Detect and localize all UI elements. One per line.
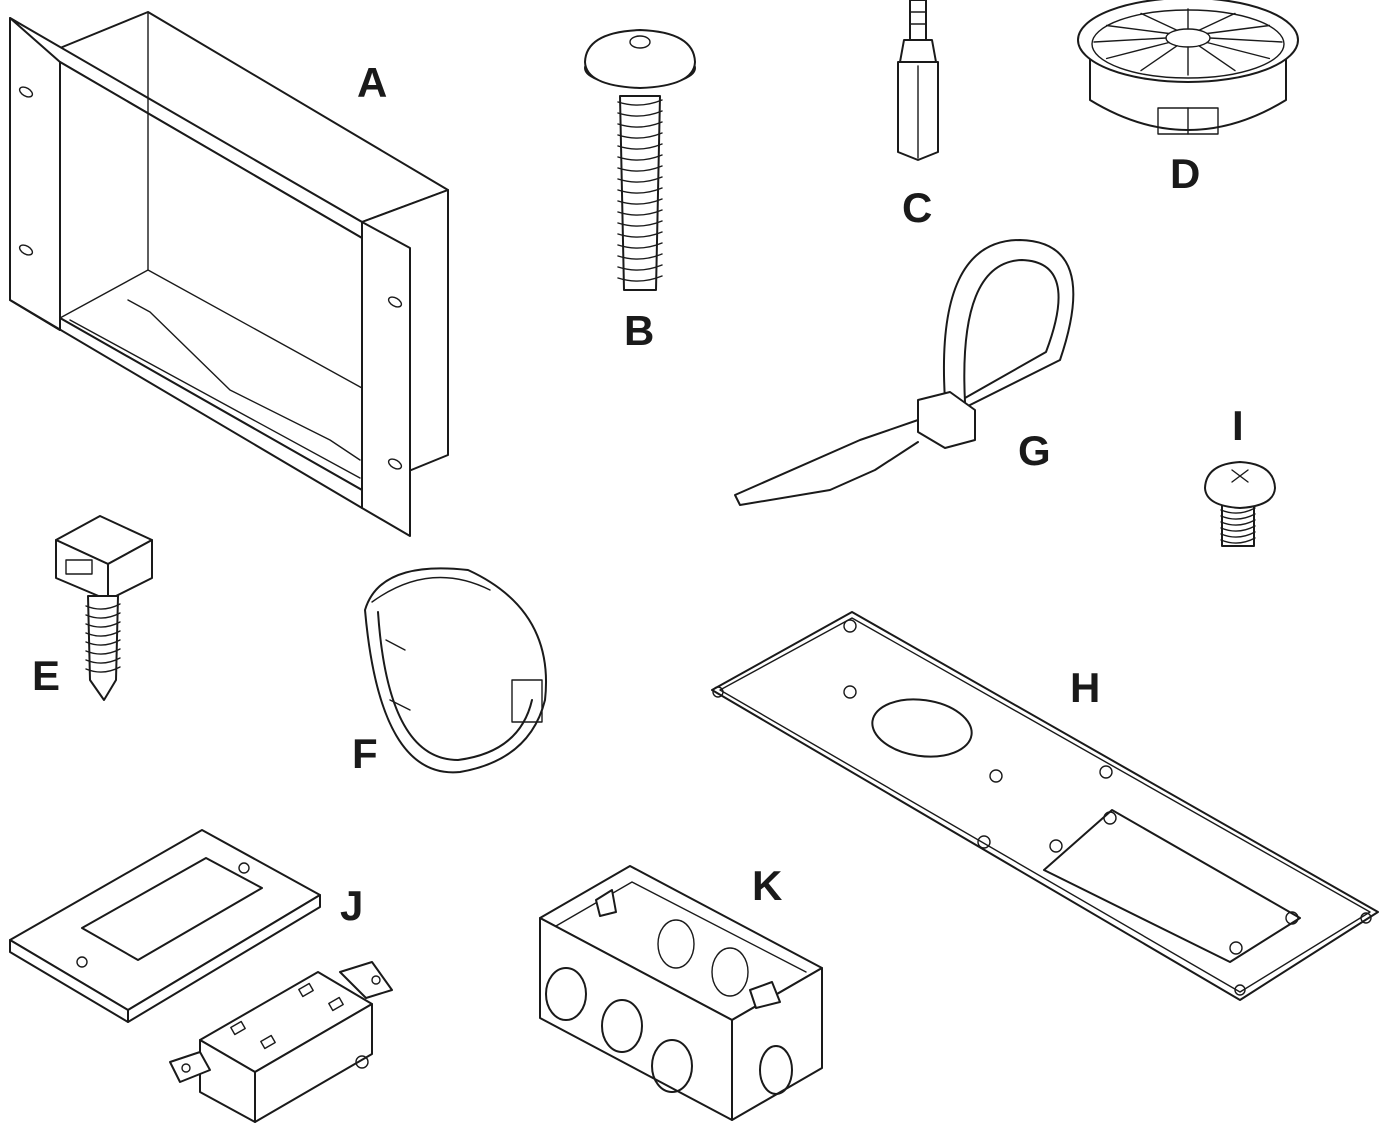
- part-k-junction-box: K: [539, 862, 823, 1121]
- label-j: J: [340, 882, 363, 929]
- part-e-tie-mount: E: [32, 515, 153, 701]
- part-d-grommet: D: [1077, 0, 1299, 197]
- part-f-bushing: F: [352, 567, 547, 777]
- part-c-hex-bit: C: [897, 0, 939, 231]
- part-g-cable-tie: G: [734, 239, 1075, 506]
- part-j-receptacle: [169, 961, 393, 1123]
- part-h-gasket-plate: H: [711, 611, 1379, 1001]
- label-i: I: [1232, 402, 1244, 449]
- part-a-recessed-box: A: [9, 11, 449, 537]
- label-c: C: [902, 184, 932, 231]
- part-b-screw: B: [584, 29, 696, 354]
- label-d: D: [1170, 150, 1200, 197]
- label-a: A: [357, 59, 387, 106]
- part-j-wall-plate: J: [9, 829, 363, 1023]
- label-e: E: [32, 652, 60, 699]
- label-k: K: [752, 862, 782, 909]
- label-b: B: [624, 307, 654, 354]
- label-h: H: [1070, 664, 1100, 711]
- part-i-pan-screw: I: [1204, 402, 1276, 547]
- label-f: F: [352, 730, 378, 777]
- label-g: G: [1018, 427, 1051, 474]
